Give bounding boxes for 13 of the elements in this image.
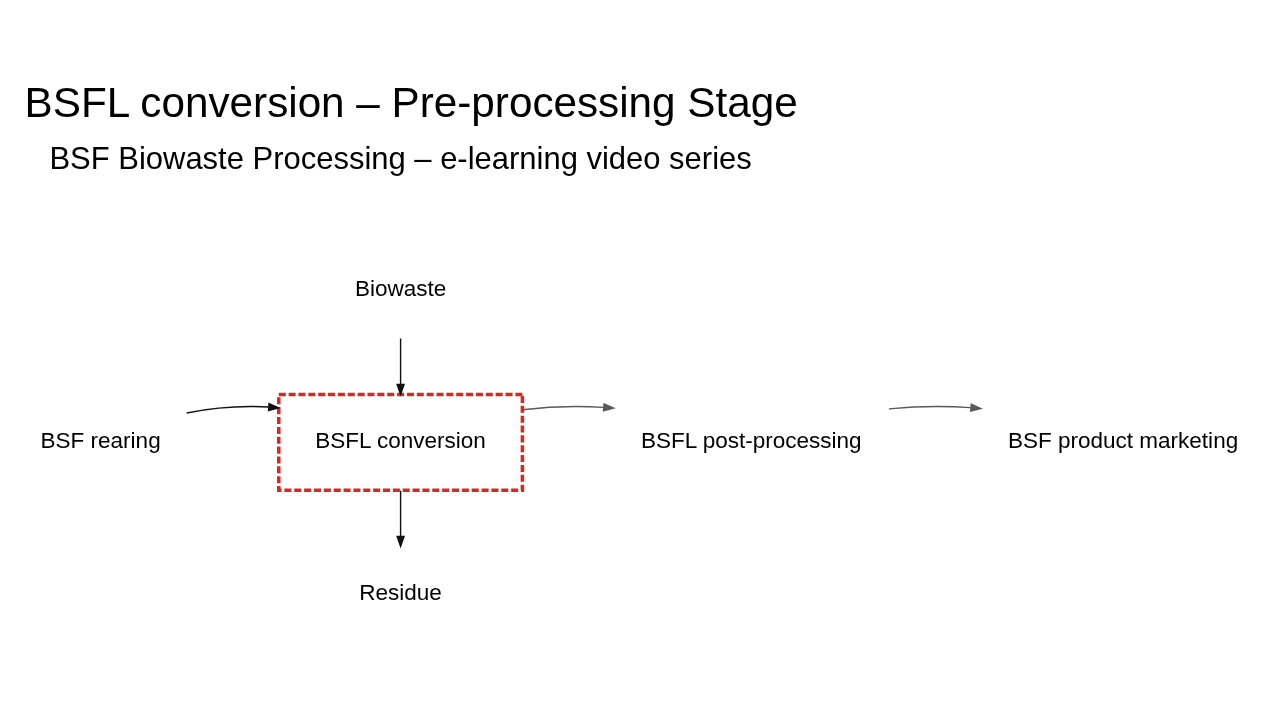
node-text: BSFL post-processing [640, 427, 862, 453]
node-text: Residue [359, 579, 442, 605]
arrow [186, 402, 281, 414]
node-text: BSF product marketing [1007, 427, 1239, 453]
arrow [396, 337, 406, 397]
diagram-title: BSFL conversion – Pre-processing Stage [24, 79, 798, 127]
label: BSF Biowaste Processing – e-learning video series [49, 140, 752, 176]
node-box: BSFL conversion [277, 392, 525, 493]
node-text: Biowaste [354, 275, 447, 301]
arrow [396, 489, 406, 549]
arrow [521, 402, 616, 412]
arrow [888, 403, 983, 413]
node-text: BSF rearing [40, 427, 161, 453]
